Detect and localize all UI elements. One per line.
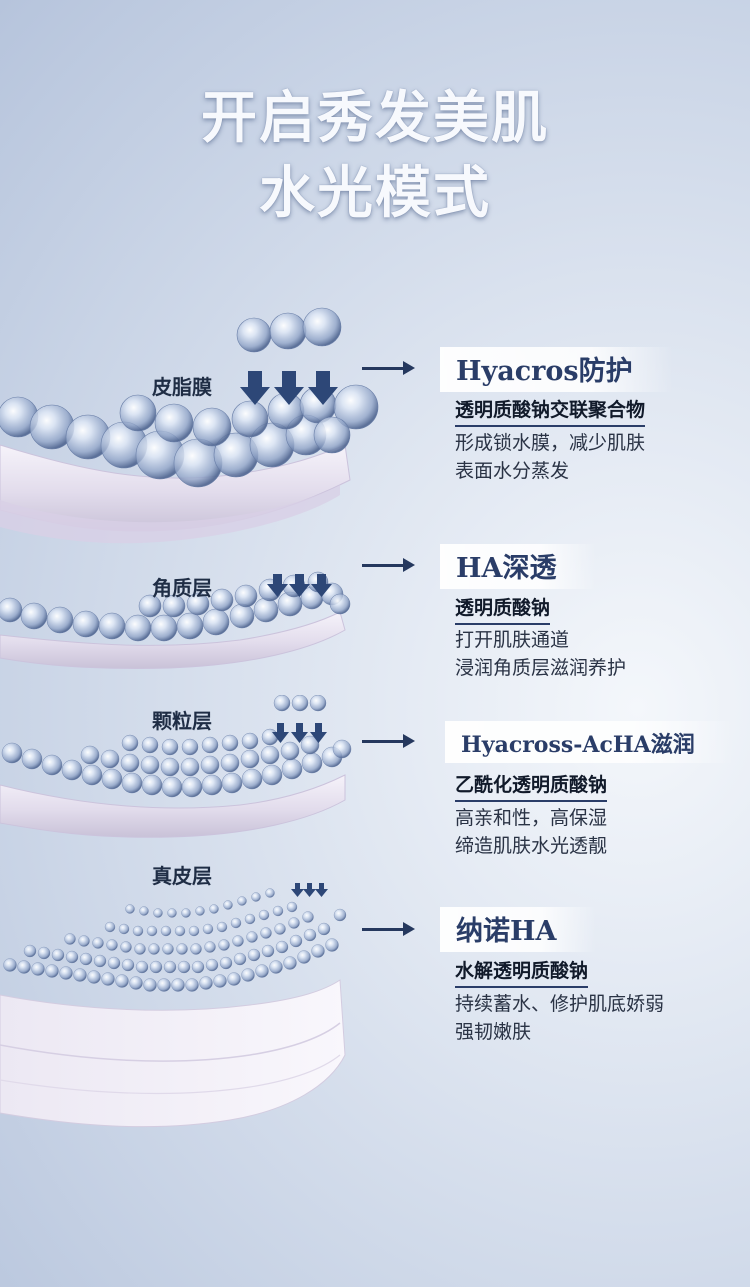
layer-desc-line1: 形成锁水膜，减少肌肤: [455, 432, 646, 454]
corneum-layer-illustration: [0, 571, 351, 669]
layer-stratum-corneum: 角质层 HA深透 透明质酸钠 打开肌肤通道 浸润角质层滋润养护: [0, 540, 750, 690]
sebum-layer-illustration: [0, 307, 379, 544]
layer-tag: 纳诺HA: [440, 907, 597, 952]
layer-desc-line2: 表面水分蒸发: [455, 460, 570, 482]
layer-desc-line2: 浸润角质层滋润养护: [455, 657, 627, 679]
layer-subtitle: 透明质酸钠: [455, 593, 551, 625]
layer-desc-line2: 缔造肌肤水光透靓: [455, 835, 608, 857]
hero-title-line2: 水光模式: [259, 160, 491, 226]
layer-tag: Hyacross-AcHA滋润: [445, 721, 735, 763]
dermis-layer-illustration: [0, 883, 347, 1128]
layer-dermis: 真皮层 纳诺HA 水解透明质酸钠 持续蓄水、修护肌底娇弱 强韧嫩肤: [0, 855, 750, 1155]
layer-tag: Hyacros防护: [440, 347, 673, 392]
hero-title-line1: 开启秀发美肌: [201, 85, 549, 151]
down-arrow-icon: [240, 371, 338, 405]
layer-label: 颗粒层: [152, 709, 212, 733]
layer-desc-line1: 高亲和性，高保湿: [455, 807, 608, 829]
layer-subtitle: 透明质酸钠交联聚合物: [455, 395, 646, 427]
down-arrow-icon: [291, 883, 328, 897]
layer-subtitle: 乙酰化透明质酸钠: [455, 770, 608, 802]
layer-label: 皮脂膜: [152, 375, 212, 399]
layer-granular: 颗粒层 Hyacross-AcHA滋润 乙酰化透明质酸钠 高亲和性，高保湿 缔造…: [0, 695, 750, 860]
layer-tag: HA深透: [440, 544, 597, 589]
layer-sebum: 皮脂膜 Hyacros防护 透明质酸钠交联聚合物 形成锁水膜，减少肌肤 表面水分…: [0, 295, 750, 545]
layer-label: 真皮层: [152, 864, 212, 888]
right-arrow-icon: [362, 922, 415, 936]
layer-desc-line1: 打开肌肤通道: [455, 629, 570, 651]
layer-desc-line1: 持续蓄水、修护肌底娇弱: [455, 993, 665, 1015]
down-arrow-icon: [272, 723, 327, 743]
layer-label: 角质层: [152, 576, 212, 600]
right-arrow-icon: [362, 558, 415, 572]
down-arrow-icon: [267, 574, 332, 597]
right-arrow-icon: [362, 361, 415, 375]
right-arrow-icon: [362, 734, 415, 748]
layer-desc-line2: 强韧嫩肤: [455, 1021, 532, 1043]
layer-subtitle: 水解透明质酸钠: [455, 956, 589, 988]
granular-layer-illustration: [0, 695, 352, 838]
